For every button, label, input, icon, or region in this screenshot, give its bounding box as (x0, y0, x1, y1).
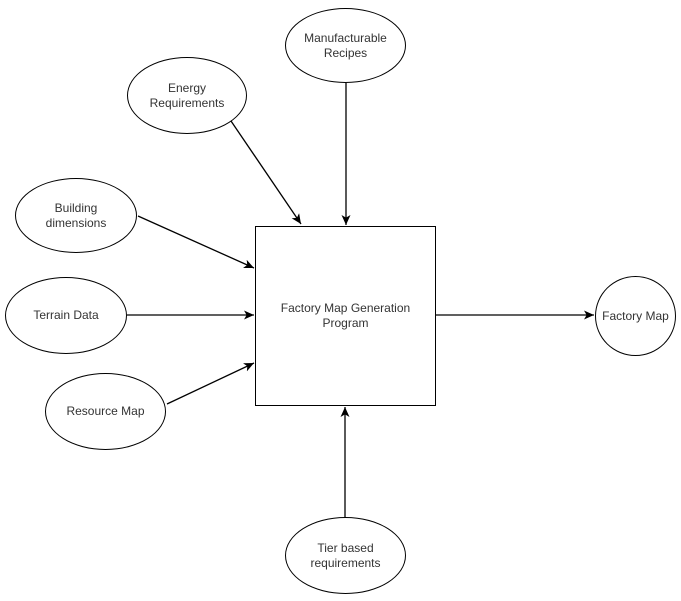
node-tier-based-requirements: Tier based requirements (285, 517, 406, 594)
node-building-dimensions: Building dimensions (15, 178, 137, 253)
node-tier-based-requirements-label: Tier based requirements (310, 540, 381, 570)
edge-building-dimensions-to-program (137, 215, 255, 269)
edge-energy-requirements-to-program (230, 120, 302, 225)
node-factory-map-label: Factory Map (602, 308, 669, 323)
node-factory-map-generation-program-label: Factory Map Generation Program (280, 301, 411, 330)
node-building-dimensions-label: Building dimensions (45, 200, 107, 230)
node-resource-map-label: Resource Map (66, 404, 145, 418)
node-terrain-data-label: Terrain Data (33, 308, 99, 322)
edge-resource-map-to-program (166, 362, 255, 405)
node-terrain-data: Terrain Data (5, 277, 127, 354)
node-resource-map: Resource Map (45, 373, 166, 450)
node-factory-map-generation-program: Factory Map Generation Program (255, 226, 436, 406)
node-energy-requirements: Energy Requirements (127, 57, 247, 134)
node-manufacturable-recipes-label: Manufacturable Recipes (304, 30, 387, 60)
node-manufacturable-recipes: Manufacturable Recipes (285, 8, 406, 83)
node-energy-requirements-label: Energy Requirements (149, 80, 225, 110)
node-factory-map: Factory Map (595, 276, 676, 356)
